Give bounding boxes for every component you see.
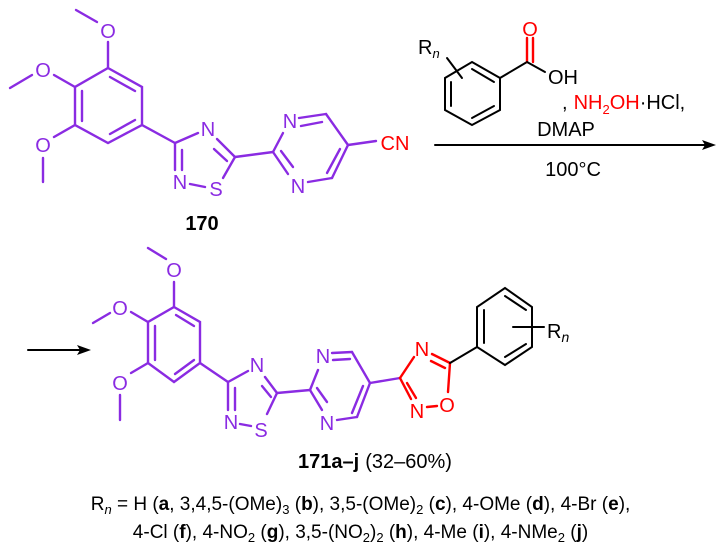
compound-letter: i bbox=[478, 522, 484, 543]
arrow-head bbox=[77, 345, 91, 355]
substituent-text: 2 bbox=[247, 530, 256, 545]
substituent-item: , 4-Me (i) bbox=[413, 522, 490, 543]
atom-n: N bbox=[201, 119, 215, 141]
substituent-item: Rn = H (a bbox=[90, 494, 170, 517]
reagents: Rn O OH ,NH2OH·HCl, DMAP 100°C bbox=[418, 19, 716, 181]
substituent-text: ) bbox=[406, 522, 414, 543]
reagent-line-1: ,NH2OH·HCl, bbox=[562, 92, 685, 117]
atom-n: N bbox=[320, 413, 334, 435]
substituent-item: , 3,4,5-(OMe)3 (b) bbox=[169, 494, 319, 517]
substituent-text: ) bbox=[312, 494, 319, 515]
substituent-text: ) bbox=[445, 494, 452, 515]
substituent-text: ) bbox=[185, 522, 192, 543]
substituent-text: ( bbox=[564, 522, 577, 543]
substituent-text: , 3,4,5-(OMe) bbox=[169, 494, 283, 515]
substituent-text: R bbox=[90, 494, 105, 515]
hydroxyl-label: OH bbox=[548, 67, 578, 89]
substituent-item: , 3,5-(OMe)2 (c) bbox=[319, 494, 452, 517]
substituent-text: , 3,5-(OMe) bbox=[319, 494, 417, 515]
substituent-text: , 4-NMe bbox=[490, 522, 558, 543]
compound-label-171: 171a–j(32–60%) bbox=[298, 451, 452, 473]
compound-letter: a bbox=[158, 494, 170, 515]
compound-letter: h bbox=[395, 522, 407, 543]
compound-letter: j bbox=[576, 522, 582, 543]
compound-170: O O O N S N N N CN 170 bbox=[8, 8, 410, 235]
substituent-text: ) bbox=[483, 522, 491, 543]
substituent-text: ( bbox=[289, 494, 302, 515]
substituent-list-line-1: Rn = H (a, 3,4,5-(OMe)3 (b), 3,5-(OMe)2 … bbox=[0, 491, 721, 519]
substituent-text: , 4-OMe ( bbox=[451, 494, 533, 515]
atom-s: S bbox=[254, 420, 267, 442]
substituent-text: n bbox=[104, 502, 112, 517]
substituent-text: 2 bbox=[416, 502, 424, 517]
atom-n: N bbox=[224, 412, 238, 434]
substituent-text: ) bbox=[581, 522, 589, 543]
atom-n: N bbox=[250, 355, 264, 377]
compound-letter: b bbox=[301, 494, 313, 515]
substituent-text: , 4-Br ( bbox=[550, 494, 609, 515]
atom-n: N bbox=[283, 111, 297, 133]
substituent-text: 2 bbox=[376, 530, 384, 545]
compound-letter: c bbox=[434, 494, 446, 515]
substituent-text: 2 bbox=[362, 530, 370, 545]
substituent-text: , 4-NO bbox=[191, 522, 248, 543]
substituent-text: 2 bbox=[557, 530, 565, 545]
substituent-text: , 4-Me ( bbox=[413, 522, 479, 543]
arrow-head bbox=[702, 140, 716, 150]
reaction-conditions: 100°C bbox=[545, 159, 601, 181]
substituent-item: , 4-OMe (d) bbox=[452, 494, 550, 515]
substituent-text: , 3,5-(NO bbox=[284, 522, 363, 543]
atom-n: N bbox=[410, 401, 424, 423]
substituent-text: ( bbox=[383, 522, 396, 543]
r-group-label: Rn bbox=[547, 321, 569, 345]
atom-o: O bbox=[522, 19, 538, 41]
atom-s: S bbox=[209, 179, 222, 201]
atom-o: O bbox=[166, 260, 182, 282]
substituent-text: ( bbox=[423, 494, 435, 515]
substituent-text: ) bbox=[370, 522, 377, 543]
atom-o: O bbox=[35, 60, 51, 82]
atom-o: O bbox=[112, 373, 128, 395]
substituent-text: 3 bbox=[282, 502, 290, 517]
substituent-text: ) bbox=[278, 522, 285, 543]
reagent-line-2: DMAP bbox=[537, 119, 595, 141]
atom-o: O bbox=[439, 395, 455, 417]
substituent-list-line-2: 4-Cl (f), 4-NO2 (g), 3,5-(NO2)2 (h), 4-M… bbox=[0, 519, 721, 547]
compound-letter: f bbox=[179, 522, 186, 543]
compound-label-170: 170 bbox=[185, 213, 218, 235]
atom-n: N bbox=[291, 176, 305, 198]
atom-n: N bbox=[316, 346, 330, 368]
substituent-text: ( bbox=[255, 522, 267, 543]
substituent-text: = H ( bbox=[111, 494, 159, 515]
atom-o: O bbox=[112, 298, 128, 320]
atom-o: O bbox=[100, 21, 116, 43]
compound-letter: e bbox=[608, 494, 619, 515]
substituent-item: 4-Cl (f) bbox=[133, 522, 192, 543]
substituent-text: ) bbox=[543, 494, 551, 515]
compound-171: O O O N S N N N N bbox=[91, 246, 569, 473]
substituent-text: ), bbox=[618, 494, 631, 515]
substituent-item: , 3,5-(NO2)2 (h) bbox=[284, 522, 414, 545]
substituent-item: , 4-Br (e), bbox=[550, 494, 630, 515]
substituent-item: , 4-NMe2 (j) bbox=[490, 522, 589, 545]
atom-n: N bbox=[173, 172, 187, 194]
substituent-text: 4-Cl ( bbox=[132, 522, 180, 543]
atom-o: O bbox=[35, 135, 51, 157]
substituent-item: , 4-NO2 (g) bbox=[191, 522, 285, 545]
r-group-label: Rn bbox=[418, 37, 440, 61]
nitrile-group: CN bbox=[381, 133, 410, 155]
compound-letter: d bbox=[532, 494, 544, 515]
compound-letter: g bbox=[266, 522, 279, 543]
atom-n: N bbox=[415, 339, 429, 361]
